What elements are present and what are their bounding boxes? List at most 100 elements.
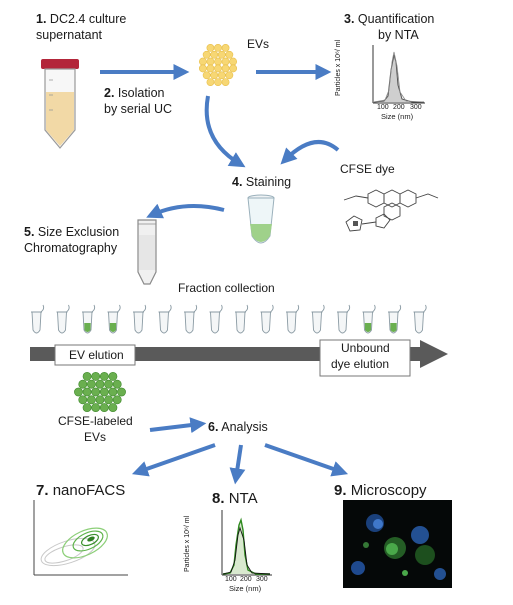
fraction-tube: [56, 304, 70, 334]
fraction-tube: [82, 304, 96, 334]
arrow-dye-to-staining: [280, 140, 340, 165]
step-1-number: 1.: [36, 12, 47, 26]
culture-tube-icon: [41, 59, 79, 149]
fraction-tube: [235, 304, 249, 334]
cfse-ev-particle: [112, 395, 122, 405]
ev-particle: [221, 78, 230, 86]
cfse-labeled-line2: EVs: [84, 430, 107, 444]
fraction-tube: [260, 304, 274, 334]
ev-particle: [229, 57, 238, 66]
fraction-tube: [107, 304, 121, 334]
step-7-label: 7. nanoFACS: [36, 482, 125, 499]
step-2-number: 2.: [104, 86, 115, 100]
step-6-text: Analysis: [221, 420, 268, 434]
ev-particle: [217, 50, 226, 59]
step-3-line2: by NTA: [378, 28, 419, 42]
fraction-collection-label: Fraction collection: [178, 281, 275, 295]
ev-particle: [198, 64, 207, 73]
ev-particle: [214, 64, 222, 73]
cfse-ev-particle: [91, 372, 101, 381]
fraction-tube: [388, 304, 402, 334]
ev-particle: [225, 50, 234, 59]
unbound-dye-line2: dye elution: [331, 357, 390, 371]
fraction-tube: [286, 304, 300, 334]
step-4-number: 4.: [232, 175, 243, 189]
sec-column-icon: [137, 219, 157, 285]
ev-particle: [217, 71, 226, 80]
ev-particle: [214, 78, 222, 86]
ev-particle: [225, 71, 234, 80]
cfse-ev-particle: [108, 403, 118, 412]
nta-bottom-tick-3: 300: [256, 576, 268, 583]
arrow-staining-to-sec: [146, 203, 225, 219]
nta-plot-bottom: [221, 510, 272, 576]
step-5-label: 5. Size Exclusion: [24, 225, 119, 239]
step-2-label: 2. Isolation: [104, 86, 164, 100]
nta-top-tick-1: 100: [377, 104, 389, 111]
nta-bottom-tick-1: 100: [225, 576, 237, 583]
fraction-tube: [337, 304, 351, 334]
cfse-ev-particle: [104, 395, 114, 405]
step-1-line2: supernatant: [36, 28, 103, 42]
step-5-line2: Chromatography: [24, 241, 118, 255]
step-4-label: 4. Staining: [232, 175, 291, 189]
ev-elution-label: EV elution: [69, 348, 124, 362]
cfse-ev-particle: [86, 395, 96, 405]
cfse-ev-particle: [108, 372, 118, 381]
step-9-text: Microscopy: [350, 482, 427, 499]
cfse-ev-particle: [91, 387, 101, 397]
cfse-ev-particle: [95, 395, 105, 405]
cfse-ev-particle: [82, 403, 92, 412]
ev-particle: [221, 44, 230, 52]
nta-top-xlabel: Size (nm): [381, 112, 414, 121]
cfse-ev-particle: [74, 387, 83, 397]
cfse-dye-label: CFSE dye: [340, 162, 395, 176]
cfse-ev-particle: [82, 372, 92, 381]
ev-cluster-icon: [198, 44, 238, 86]
cfse-ev-particle: [99, 387, 109, 397]
ev-particle: [214, 44, 222, 52]
unbound-dye-line1: Unbound: [341, 341, 390, 355]
step-8-text: NTA: [228, 490, 258, 507]
ev-particle: [221, 64, 230, 73]
cfse-ev-particle: [99, 403, 109, 412]
cfse-ev-particle: [99, 372, 109, 381]
ev-particle: [202, 50, 211, 59]
unbound-dye-box: [319, 339, 411, 377]
cfse-labeled-ev-cluster-icon: [74, 372, 126, 412]
staining-tube-icon: [247, 194, 275, 244]
step-2-line2: by serial UC: [104, 102, 173, 116]
fraction-tube-row: [31, 304, 427, 334]
nta-plot-top: [372, 45, 425, 104]
step-7-text: nanoFACS: [52, 482, 126, 499]
fraction-tube: [158, 304, 172, 334]
ev-particle: [214, 57, 222, 66]
fraction-tube: [413, 304, 427, 334]
arrow-analysis-to-nta: [229, 444, 246, 485]
cfse-ev-particle: [78, 395, 88, 405]
step-5-line1: Size Exclusion: [37, 225, 120, 239]
cfse-labeled-line1: CFSE-labeled: [58, 414, 133, 428]
ev-particle: [206, 44, 215, 52]
nanofacs-plot: [33, 500, 128, 576]
ev-particle: [210, 71, 219, 80]
fraction-tube: [311, 304, 325, 334]
evs-label: EVs: [247, 37, 270, 51]
ev-elution-box: [54, 344, 136, 366]
nta-bottom-ylabel: Particles x 10⁶/ ml: [184, 515, 191, 572]
step-9-number: 9.: [334, 482, 347, 499]
cfse-ev-particle: [78, 379, 88, 389]
step-5-number: 5.: [24, 225, 35, 239]
nta-bottom-xlabel: Size (nm): [229, 584, 262, 593]
step-2-line1: Isolation: [117, 86, 165, 100]
ev-particle: [202, 71, 211, 80]
step-3-number: 3.: [344, 12, 355, 26]
cfse-ev-particle: [82, 387, 92, 397]
cfse-ev-particle: [112, 379, 122, 389]
cfse-ev-particle: [86, 379, 96, 389]
step-8-label: 8. NTA: [212, 490, 258, 507]
cfse-ev-particle: [95, 379, 105, 389]
fraction-tube: [362, 304, 376, 334]
ev-particle: [229, 64, 238, 73]
